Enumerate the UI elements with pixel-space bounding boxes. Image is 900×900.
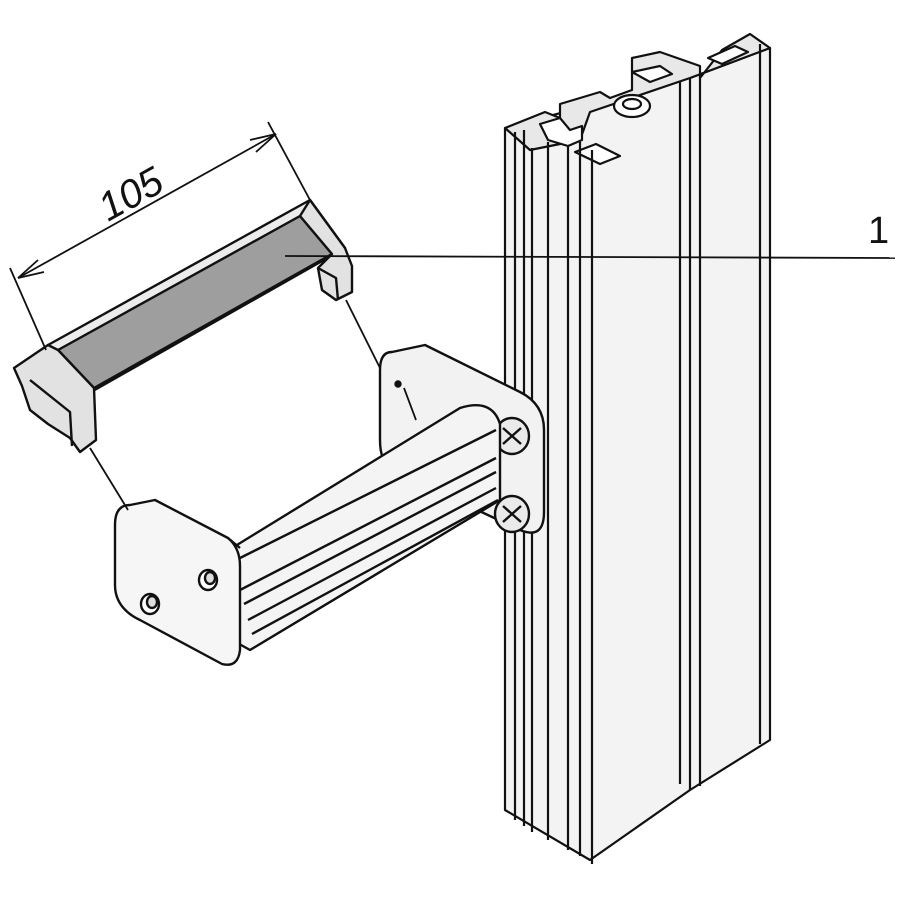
end-cap-insert bbox=[12, 198, 354, 454]
aluminium-profile bbox=[503, 32, 772, 864]
arrow-left bbox=[17, 259, 45, 279]
dimension-105 bbox=[9, 121, 311, 351]
extension-line-left bbox=[9, 267, 47, 351]
arrow-right bbox=[249, 133, 277, 153]
callout-number: 1 bbox=[868, 210, 889, 252]
bracket-arm bbox=[113, 343, 546, 666]
dimension-value: 105 bbox=[91, 159, 171, 230]
callout-leader bbox=[284, 255, 896, 259]
dimension-line bbox=[17, 133, 277, 279]
screw-lower bbox=[493, 494, 531, 534]
assembly-lines bbox=[89, 299, 417, 511]
